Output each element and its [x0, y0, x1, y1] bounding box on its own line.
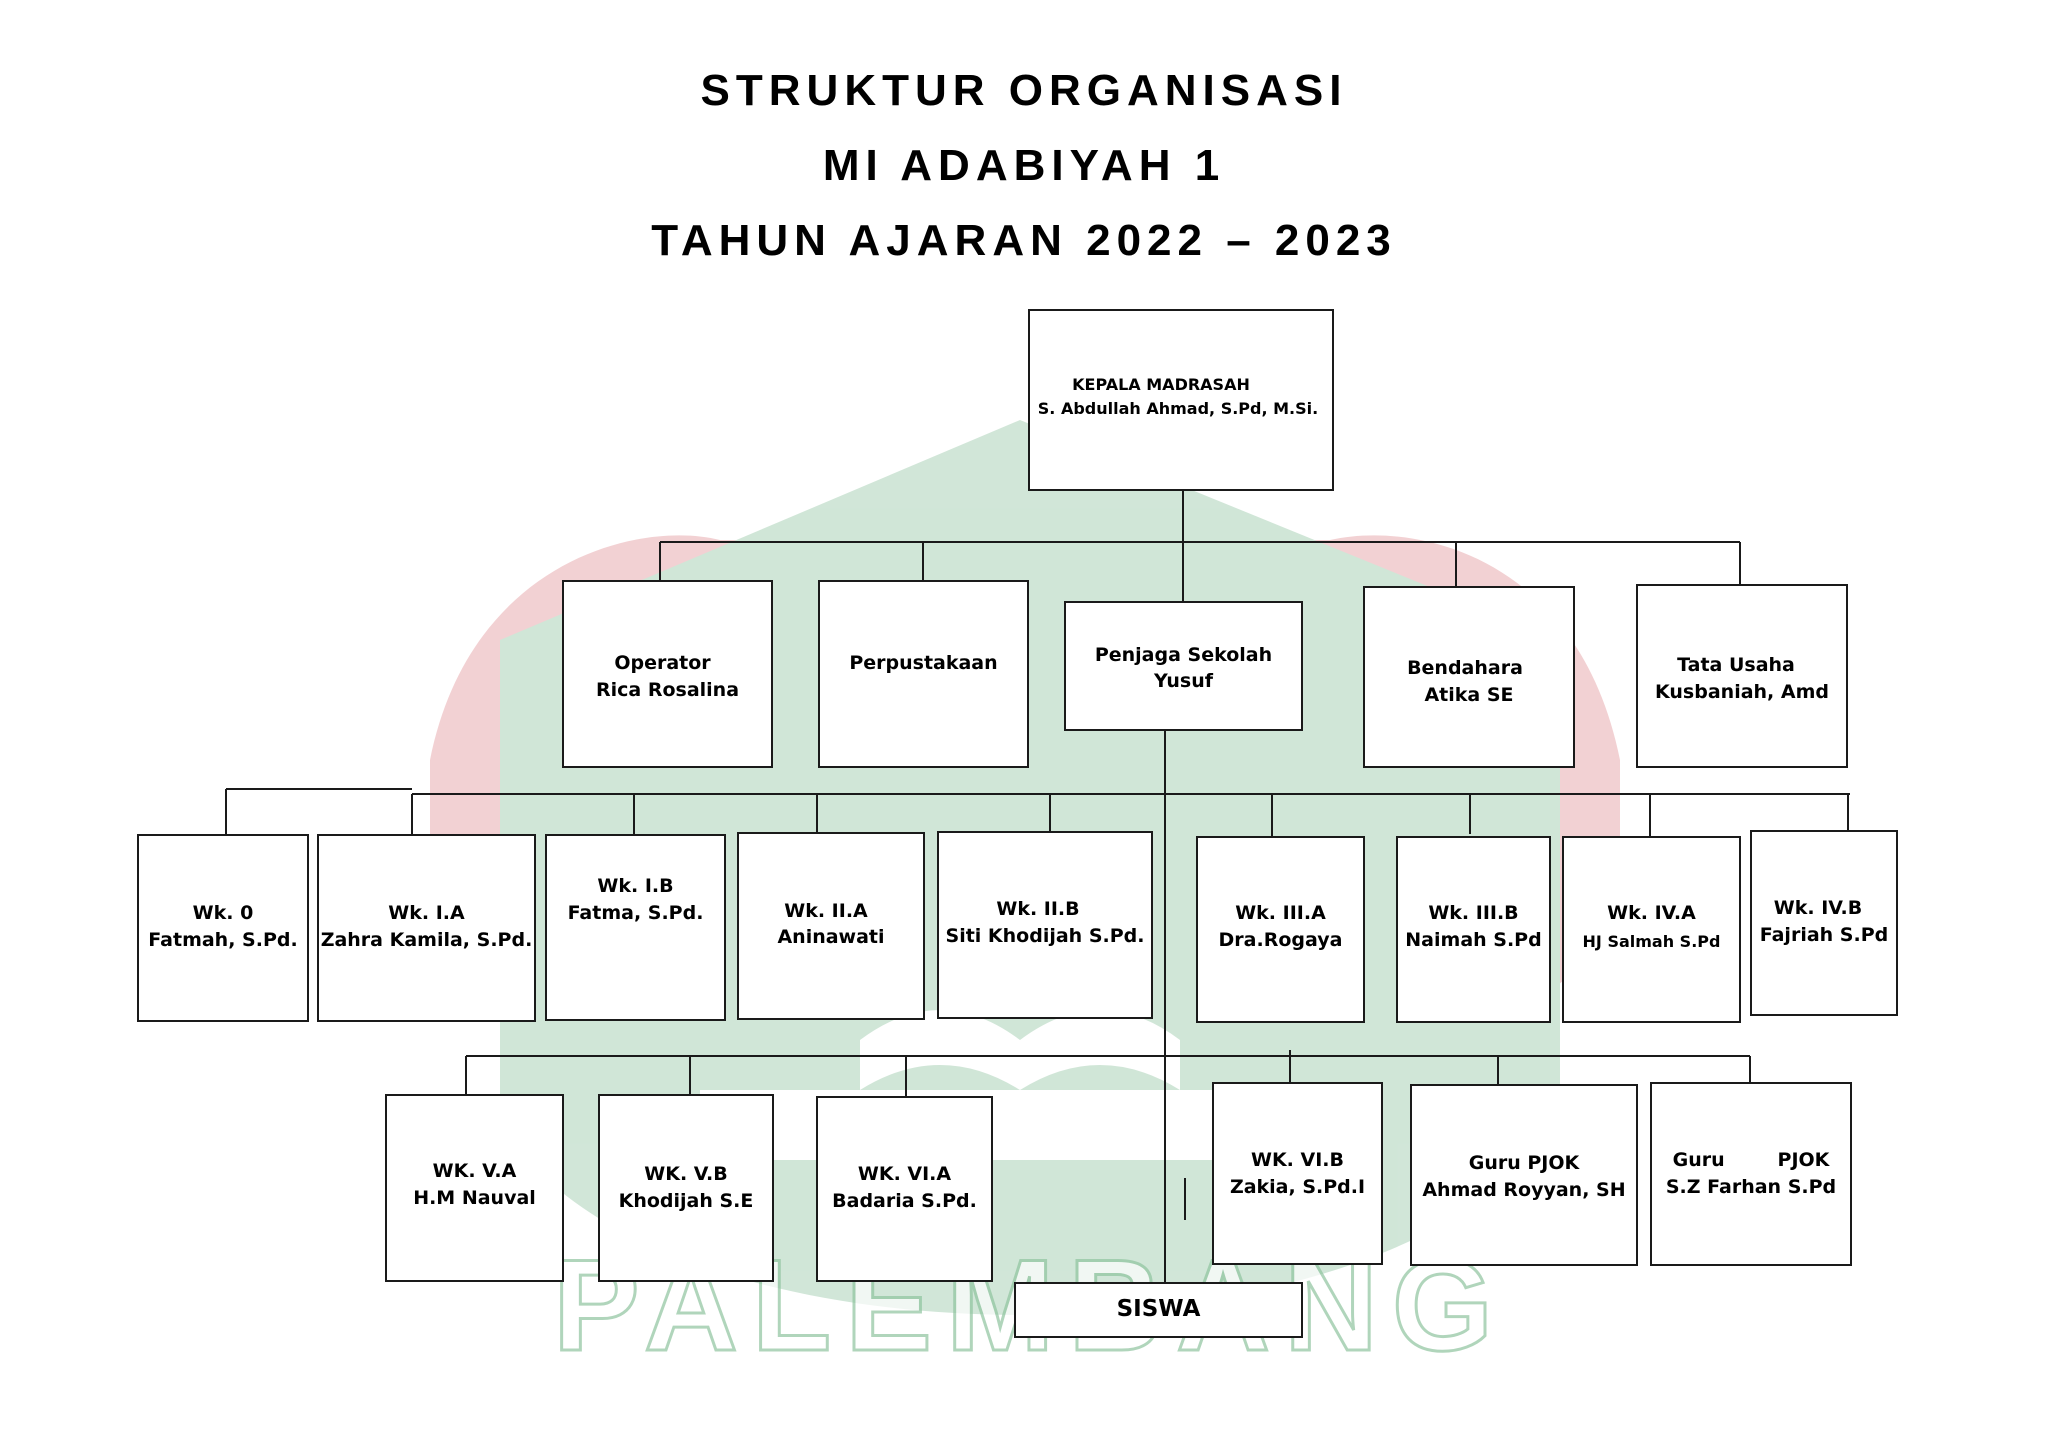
- node-role: Wk. III.A: [1235, 902, 1326, 924]
- node-name: Yusuf: [1153, 670, 1213, 692]
- node-role: WK. VI.A: [857, 1163, 952, 1185]
- node-wk-6b: WK. VI.B Zakia, S.Pd.I: [1212, 1082, 1383, 1265]
- node-role: Perpustakaan: [849, 652, 998, 674]
- node-name: Fatmah, S.Pd.: [148, 929, 298, 951]
- node-name: Badaria S.Pd.: [832, 1190, 977, 1212]
- node-name: HJ Salmah S.Pd: [1582, 932, 1721, 951]
- node-wk-5a: WK. V.A H.M Nauval: [385, 1094, 564, 1282]
- node-role: SISWA: [1116, 1296, 1201, 1322]
- node-role: Wk. IV.B: [1773, 897, 1863, 919]
- node-role: Wk. II.A: [784, 900, 868, 922]
- node-role: KEPALA MADRASAH: [1072, 375, 1250, 394]
- node-role: Bendahara: [1407, 657, 1523, 679]
- node-wk-3b: Wk. III.B Naimah S.Pd: [1396, 836, 1551, 1023]
- node-operator: Operator Rica Rosalina: [562, 580, 773, 768]
- node-role: Wk. 0: [192, 902, 254, 924]
- node-name: Atika SE: [1424, 684, 1514, 706]
- node-role: Wk. I.A: [388, 902, 465, 924]
- node-guru-pjok-1: Guru PJOK Ahmad Royyan, SH: [1410, 1084, 1638, 1266]
- node-name: Fajriah S.Pd: [1759, 924, 1889, 946]
- node-role: Wk. I.B: [597, 875, 674, 897]
- node-siswa: SISWA: [1014, 1282, 1303, 1338]
- node-role: WK. V.B: [644, 1163, 728, 1185]
- node-role: Wk. II.B: [996, 898, 1080, 920]
- node-role: Guru PJOK: [1672, 1149, 1830, 1171]
- node-name: S.Z Farhan S.Pd: [1665, 1176, 1837, 1198]
- node-role: Operator: [614, 652, 711, 674]
- node-name: Fatma, S.Pd.: [567, 902, 704, 924]
- node-name: Ahmad Royyan, SH: [1422, 1179, 1626, 1201]
- node-name: Rica Rosalina: [595, 679, 740, 701]
- node-wk-4a: Wk. IV.A HJ Salmah S.Pd: [1562, 836, 1741, 1023]
- node-wk-1a: Wk. I.A Zahra Kamila, S.Pd.: [317, 834, 536, 1022]
- node-role: Tata Usaha: [1677, 654, 1795, 676]
- node-wk-4b: Wk. IV.B Fajriah S.Pd: [1750, 830, 1898, 1016]
- node-role: Penjaga Sekolah: [1094, 644, 1273, 666]
- node-name: S. Abdullah Ahmad, S.Pd, M.Si.: [1037, 399, 1319, 418]
- node-kepala-madrasah: KEPALA MADRASAH S. Abdullah Ahmad, S.Pd,…: [1028, 309, 1334, 491]
- title-line-3: TAHUN AJARAN 2022 – 2023: [651, 216, 1397, 265]
- node-role: WK. V.A: [432, 1160, 517, 1182]
- node-wk-2a: Wk. II.A Aninawati: [737, 832, 925, 1020]
- node-role: Wk. IV.A: [1607, 902, 1696, 924]
- node-name: Kusbaniah, Amd: [1655, 681, 1829, 703]
- title-line-2: MI ADABIYAH 1: [822, 141, 1226, 190]
- node-name: Aninawati: [777, 926, 885, 948]
- node-wk-1b: Wk. I.B Fatma, S.Pd.: [545, 834, 726, 1021]
- node-perpustakaan: Perpustakaan: [818, 580, 1029, 768]
- node-name: Zakia, S.Pd.I: [1229, 1176, 1366, 1198]
- logo-book-icon: [860, 1010, 1180, 1090]
- node-name: Dra.Rogaya: [1218, 929, 1343, 951]
- node-wk-0: Wk. 0 Fatmah, S.Pd.: [137, 834, 309, 1022]
- node-wk-5b: WK. V.B Khodijah S.E: [598, 1094, 774, 1282]
- node-tata-usaha: Tata Usaha Kusbaniah, Amd: [1636, 584, 1848, 768]
- node-name: Khodijah S.E: [618, 1190, 754, 1212]
- node-bendahara: Bendahara Atika SE: [1363, 586, 1575, 768]
- node-name: Naimah S.Pd: [1405, 929, 1542, 951]
- node-wk-6a: WK. VI.A Badaria S.Pd.: [816, 1096, 993, 1282]
- node-name: H.M Nauval: [413, 1187, 536, 1209]
- title-line-1: STRUKTUR ORGANISASI: [700, 66, 1348, 115]
- node-role: Guru PJOK: [1468, 1152, 1580, 1174]
- node-name: Zahra Kamila, S.Pd.: [320, 929, 533, 951]
- node-name: Siti Khodijah S.Pd.: [945, 925, 1145, 947]
- node-wk-2b: Wk. II.B Siti Khodijah S.Pd.: [937, 831, 1153, 1019]
- node-wk-3a: Wk. III.A Dra.Rogaya: [1196, 836, 1365, 1023]
- node-role: WK. VI.B: [1251, 1149, 1344, 1171]
- node-role: Wk. III.B: [1428, 902, 1519, 924]
- node-guru-pjok-2: Guru PJOK S.Z Farhan S.Pd: [1650, 1082, 1852, 1266]
- node-penjaga-sekolah: Penjaga Sekolah Yusuf: [1064, 601, 1303, 731]
